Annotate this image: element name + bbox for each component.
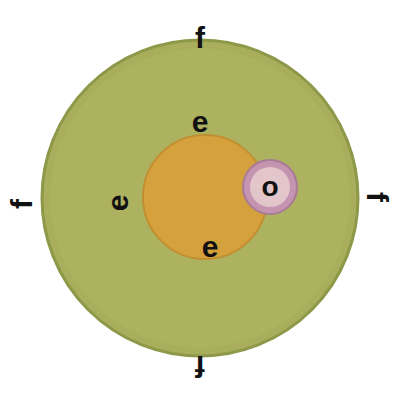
side-letter: f xyxy=(195,351,205,381)
side-letter: f xyxy=(7,199,37,209)
pink-body: o xyxy=(241,158,299,216)
core-letter: e xyxy=(202,232,219,262)
side-letter: f xyxy=(362,192,392,202)
outer-layer-shade xyxy=(50,48,350,348)
core-letter: e xyxy=(103,195,133,212)
core-letter: e xyxy=(192,107,209,137)
outer-layer xyxy=(42,40,358,356)
side-letter: f xyxy=(195,23,205,53)
body-letter: o xyxy=(241,158,299,216)
